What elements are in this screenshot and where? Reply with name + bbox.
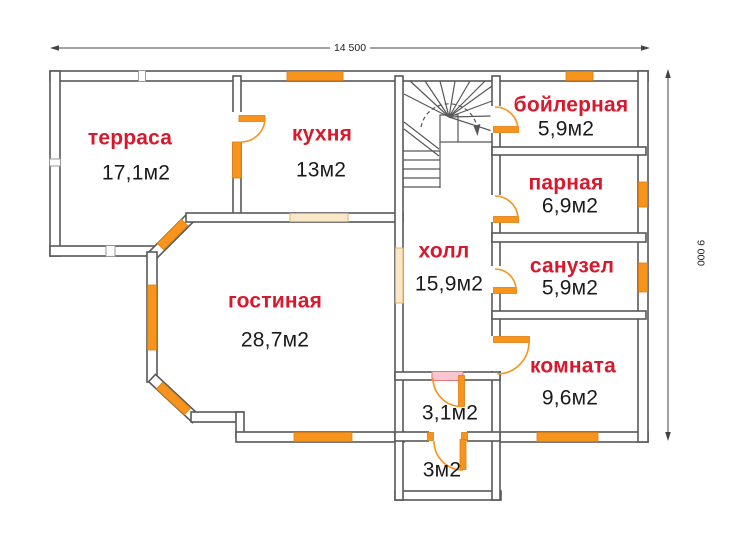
wall-terrace-bottom — [49, 245, 157, 257]
room-name-terrace: терраса — [87, 126, 173, 150]
wall-bay-bottom — [190, 411, 244, 423]
window-hall-living — [395, 247, 404, 304]
room-area-closet: 3,1м2 — [421, 401, 479, 425]
door-leaf-bath — [493, 287, 517, 294]
room-name-room: комната — [529, 354, 617, 378]
room-name-bath: санузел — [529, 254, 615, 278]
room-area-terrace: 17,1м2 — [101, 161, 171, 185]
door-leaf-boiler — [493, 126, 519, 133]
wall-right — [637, 70, 649, 443]
room-area-bath: 5,9м2 — [541, 276, 599, 300]
window-room-bottom — [536, 432, 599, 442]
window-bath-right — [638, 262, 648, 293]
window-bay-lower — [155, 381, 192, 416]
staircase — [403, 80, 493, 188]
stair-walk-line — [420, 103, 478, 128]
door-panel-terrace — [232, 141, 242, 179]
door-arc-vestibule — [433, 440, 464, 471]
wall-vestibule-bottom — [394, 490, 502, 501]
window-steam-right — [638, 181, 648, 208]
door-leaf-steam — [493, 216, 519, 223]
door-arc-boiler — [494, 106, 519, 131]
window-kitchen-top — [286, 71, 344, 81]
room-area-boiler: 5,9м2 — [537, 117, 595, 141]
wall-bath-bottom — [491, 310, 647, 320]
window-boiler-top — [565, 71, 594, 81]
window-living-bottom — [293, 432, 353, 442]
room-area-steam: 6,9м2 — [541, 194, 599, 218]
door-jamb-vestibule-left — [427, 432, 434, 441]
room-name-hall: холл — [418, 239, 470, 263]
door-leaf-room — [493, 336, 530, 343]
door-arc-kitchen — [240, 117, 266, 143]
room-name-kitchen: кухня — [291, 122, 353, 146]
dimension-height-label: 9 000 — [694, 239, 707, 267]
stair-walk-arrow — [473, 124, 481, 136]
dimension-width-label: 14 500 — [329, 43, 371, 54]
door-leaf-kitchen — [238, 115, 266, 122]
wall-steam-bottom — [491, 232, 647, 243]
doors-layer — [231, 106, 530, 471]
room-area-vestibule: 3м2 — [422, 458, 462, 482]
room-name-living: гостиная — [227, 289, 323, 313]
door-arc-steam — [494, 195, 519, 220]
wall-boiler-bottom — [491, 146, 647, 156]
room-area-room: 9,6м2 — [541, 386, 599, 410]
door-arc-room — [496, 341, 530, 375]
room-name-boiler: бойлерная — [513, 93, 629, 117]
window-bay-upper — [156, 218, 189, 251]
room-area-hall: 15,9м2 — [414, 272, 484, 296]
window-bay-left — [147, 284, 157, 351]
interior-windows — [289, 213, 404, 304]
wall-joints — [49, 70, 146, 257]
windows-layer — [147, 71, 648, 442]
window-kitchen-living — [289, 213, 349, 222]
door-arc-bath — [494, 268, 517, 291]
door-arc-closet — [432, 377, 462, 408]
room-area-living: 28,7м2 — [240, 328, 310, 352]
room-name-steam: парная — [528, 171, 604, 195]
room-area-kitchen: 13м2 — [295, 158, 347, 182]
